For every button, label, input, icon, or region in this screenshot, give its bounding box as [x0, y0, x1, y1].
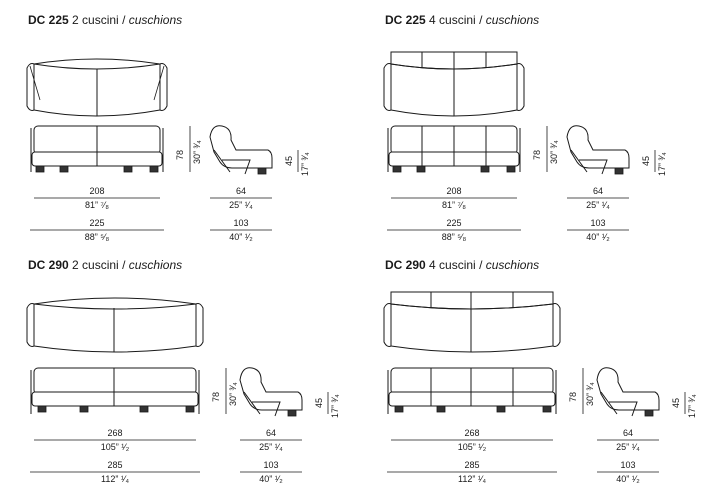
width1-in: 105” ¹⁄₂ — [100, 442, 130, 452]
depth1-in: 25” ¹⁄₄ — [616, 442, 640, 452]
cushion-count: 4 cuscini — [429, 258, 476, 272]
seat-in: 17” ³⁄₄ — [330, 394, 340, 418]
seat-in: 17” ³⁄₄ — [300, 152, 310, 176]
sofa-top-view — [383, 51, 525, 117]
height-in: 30” ³⁄₄ — [585, 382, 595, 406]
panel-dc225-4: DC 225 4 cuscini / cuschions — [357, 0, 720, 249]
cushion-count-en: cuschions — [128, 13, 183, 27]
depth2-in: 40” ¹⁄₂ — [586, 232, 610, 242]
title-separator: / — [122, 13, 126, 27]
height-cm: 78 — [532, 149, 542, 160]
depth2-cm: 103 — [233, 218, 249, 228]
seat-cm: 45 — [671, 397, 681, 408]
width1-cm: 208 — [446, 186, 462, 196]
depth2-in: 40” ¹⁄₂ — [616, 474, 640, 484]
seat-in: 17” ³⁄₄ — [657, 152, 667, 176]
panel-dc290-2: DC 290 2 cuscini / cuschions — [0, 250, 363, 499]
depth1-in: 25” ¹⁄₄ — [586, 200, 610, 210]
sofa-front-view — [387, 367, 557, 414]
depth2-cm: 103 — [620, 460, 636, 470]
depth2-in: 40” ¹⁄₂ — [229, 232, 253, 242]
panel-dc290-4: DC 290 4 cuscini / cuschions — [357, 250, 720, 499]
sofa-front-view — [30, 367, 200, 414]
width2-in: 112” ¹⁄₄ — [457, 474, 487, 484]
depth1-cm: 64 — [265, 428, 276, 438]
width1-cm: 268 — [464, 428, 480, 438]
panel-dc225-2: DC 225 2 cuscini / cuschions — [0, 0, 363, 249]
sofa-front-view — [387, 125, 521, 173]
width2-in: 88” ⁵⁄₈ — [441, 232, 467, 242]
depth1-cm: 64 — [235, 186, 246, 196]
width2-cm: 285 — [107, 460, 123, 470]
cushion-count: 4 cuscini — [429, 13, 476, 27]
depth1-cm: 64 — [592, 186, 603, 196]
height-in: 30” ³⁄₄ — [192, 140, 202, 164]
height-in: 30” ³⁄₄ — [228, 382, 238, 406]
width2-cm: 285 — [464, 460, 480, 470]
sofa-drawings — [383, 51, 656, 231]
cushion-count-en: cuschions — [485, 13, 540, 27]
height-cm: 78 — [211, 391, 221, 402]
depth1-in: 25” ¹⁄₄ — [259, 442, 283, 452]
sofa-side-view — [596, 367, 660, 417]
cushion-count-en: cuschions — [128, 258, 183, 272]
width1-in: 81” ⁷⁄₈ — [85, 200, 109, 210]
sofa-top-view — [26, 58, 168, 117]
seat-in: 17” ³⁄₄ — [687, 394, 697, 418]
seat-cm: 45 — [641, 155, 651, 166]
sofa-drawings — [26, 297, 329, 473]
panel-title: DC 225 4 cuscini / cuschions — [385, 13, 539, 27]
panel-title: DC 225 2 cuscini / cuschions — [28, 13, 182, 27]
sofa-side-view — [239, 367, 303, 417]
model-code: DC 225 — [385, 13, 426, 27]
panel-title: DC 290 4 cuscini / cuschions — [385, 258, 539, 272]
cushion-count: 2 cuscini — [72, 258, 119, 272]
sofa-drawings — [383, 291, 686, 473]
sofa-drawings — [26, 58, 299, 231]
model-code: DC 225 — [28, 13, 69, 27]
depth2-in: 40” ¹⁄₂ — [259, 474, 283, 484]
width2-in: 88” ⁵⁄₈ — [84, 232, 110, 242]
seat-cm: 45 — [284, 155, 294, 166]
width2-in: 112” ¹⁄₄ — [100, 474, 130, 484]
height-cm: 78 — [175, 149, 185, 160]
depth2-cm: 103 — [590, 218, 606, 228]
width1-in: 105” ¹⁄₂ — [457, 442, 487, 452]
title-separator: / — [122, 258, 126, 272]
seat-cm: 45 — [314, 397, 324, 408]
title-separator: / — [479, 258, 483, 272]
depth1-cm: 64 — [622, 428, 633, 438]
sofa-top-view — [383, 291, 561, 353]
height-cm: 78 — [568, 391, 578, 402]
sofa-top-view — [26, 297, 204, 353]
model-code: DC 290 — [385, 258, 426, 272]
depth2-cm: 103 — [263, 460, 279, 470]
sofa-side-view — [566, 125, 630, 175]
width1-cm: 268 — [107, 428, 123, 438]
cushion-count: 2 cuscini — [72, 13, 119, 27]
sofa-front-view — [30, 125, 164, 173]
height-in: 30” ³⁄₄ — [549, 140, 559, 164]
width2-cm: 225 — [89, 218, 105, 228]
width2-cm: 225 — [446, 218, 462, 228]
cushion-count-en: cuschions — [485, 258, 540, 272]
model-code: DC 290 — [28, 258, 69, 272]
depth1-in: 25” ¹⁄₄ — [229, 200, 253, 210]
sofa-side-view — [209, 125, 273, 175]
panel-title: DC 290 2 cuscini / cuschions — [28, 258, 182, 272]
width1-cm: 208 — [89, 186, 105, 196]
width1-in: 81” ⁷⁄₈ — [442, 200, 466, 210]
title-separator: / — [479, 13, 483, 27]
